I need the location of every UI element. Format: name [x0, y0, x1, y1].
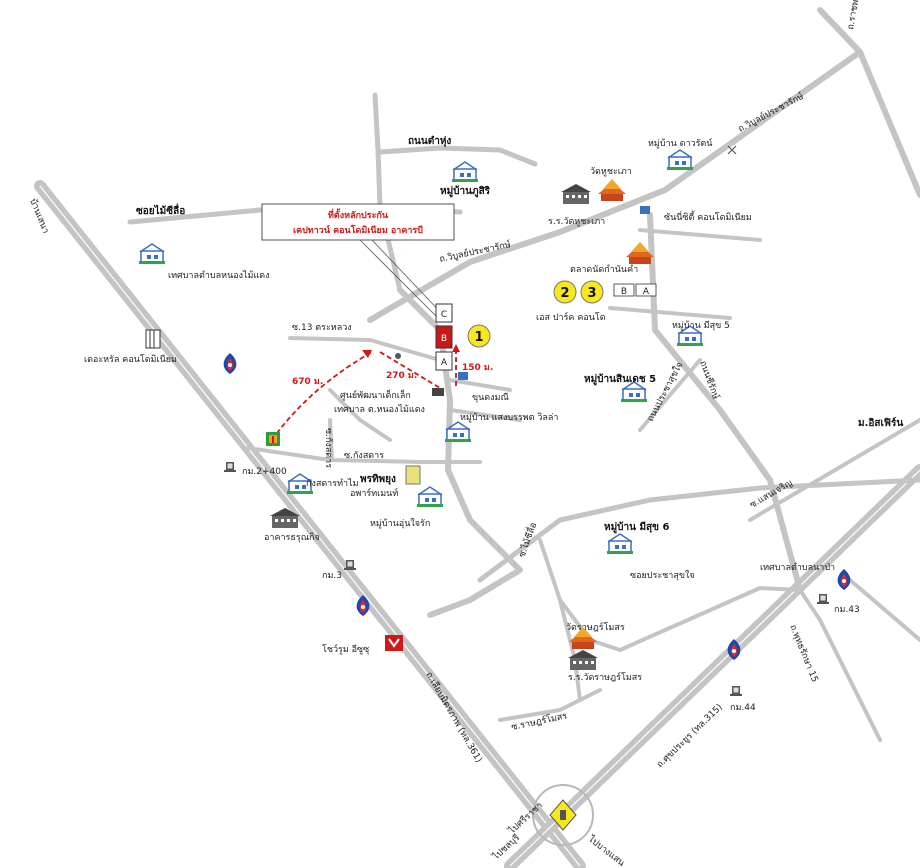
target-callout: ที่ตั้งหลักประกัน เคปทาวน์ คอนโดมิเนียม …	[261, 203, 455, 321]
road-label: ถนนประชาสุขใจ	[645, 360, 686, 423]
place-label: เทศบาล ต.หนองไม้แดง	[334, 404, 425, 415]
road-network	[34, 7, 920, 868]
apartment-icon	[405, 465, 421, 485]
interchange	[532, 784, 594, 846]
svg-text:1: 1	[474, 330, 483, 345]
place-label: ร.ร.วัดหูชะเภา	[548, 217, 605, 227]
place-label: ซันนี่ซิตี้ คอนโดมิเนียม	[664, 210, 752, 223]
road-label: ถ.เลียบมิตรภาพ (ทล.361)	[423, 670, 484, 765]
place-label: ขุนดงมณี	[472, 392, 509, 403]
place-label: ม.อิสเฟิร์น	[858, 417, 903, 429]
place-label: ศูนย์พัฒนาเด็กเล็ก	[340, 388, 411, 401]
place-label: หมู่บ้าน แสงบรรพต วิลล่า	[460, 412, 559, 423]
marker-1: 1	[467, 324, 491, 348]
place-label: ร.ร.วัดราษฎร์โมสร	[568, 671, 642, 683]
road-label: ถ.ราชพฤกษ์	[844, 0, 864, 31]
temple-icon	[598, 179, 626, 201]
road-label: ซอยไม้ซีลื่อ	[136, 203, 185, 217]
marker-3: 3	[580, 280, 604, 304]
place-label: วัดราษฎร์โมสร	[566, 621, 625, 633]
road-label: ถ.พุทธรักษา 15	[787, 623, 819, 684]
village-icon	[666, 149, 694, 171]
svg-text:3: 3	[587, 286, 596, 301]
place-label: หมู่บ้าน ดาวรัตน์	[648, 137, 713, 149]
village-icon	[606, 533, 634, 555]
place-label: กม.2+400	[242, 467, 287, 477]
showroom-icon	[385, 635, 403, 651]
place-label: หมู่บ้าน มีสุข 5	[672, 320, 730, 331]
road-label: ซ.13 ตระหลวง	[292, 323, 352, 333]
road-label: ซ.กังสดาร	[344, 451, 384, 461]
village-icon	[416, 486, 444, 508]
callout-line-1: ที่ตั้งหลักประกัน	[328, 208, 389, 221]
km-post-icon	[730, 686, 742, 696]
svg-text:2: 2	[560, 286, 569, 301]
location-dot-icon	[395, 353, 401, 359]
building-icon	[458, 372, 468, 380]
ptt-station-icon	[223, 353, 237, 374]
place-label: โชว์รูม อีซูซุ	[322, 643, 369, 655]
village-icon	[138, 243, 166, 265]
km-post-icon	[224, 462, 236, 472]
place-label: หมู่บ้านภูสิริ	[440, 185, 491, 198]
road-label: ซอยประชาสุขใจ	[630, 570, 695, 581]
place-label: หมู่บ้าน มีสุข 6	[604, 521, 669, 534]
ptt-station-icon	[837, 569, 851, 590]
condo-icon	[145, 329, 161, 349]
callout-line-2: เคปทาวน์ คอนโดมิเนียม อาคารบี	[293, 224, 423, 236]
village-icon	[451, 161, 479, 183]
road-label: ถ.วิบูลย์ประชารักษ์	[736, 90, 806, 135]
building-a-label: A	[441, 358, 448, 368]
building-c-label: C	[441, 310, 447, 320]
svg-text:B: B	[621, 287, 627, 297]
place-label: เดอะหรัล คอนโดมิเนียม	[84, 354, 177, 365]
convenience-store-icon	[266, 432, 280, 446]
place-label: หมู่บ้านสินเดช 5	[584, 373, 656, 386]
place-label: อพาร์ทเมนท์	[350, 487, 398, 499]
distance-paths	[271, 344, 460, 441]
distance-label-670: 670 ม.	[292, 377, 323, 387]
building-icon	[432, 388, 444, 396]
road-label: ถนนซีรักษ์	[697, 359, 722, 401]
place-label: เทศบาลตำบลหนองไม้แดง	[168, 270, 270, 281]
place-label: เทศบาลตำบลนาป่า	[760, 562, 835, 573]
road-label: ถนนตำหุ่ง	[408, 135, 451, 147]
school-icon	[561, 184, 591, 204]
place-label: อาคารธรุณกิจ	[264, 532, 320, 543]
km-post-icon	[817, 594, 829, 604]
building-b-label: B	[441, 334, 447, 344]
place-label: กม.43	[834, 605, 860, 615]
place-label: หมู่บ้านอุ่นใจรัก	[370, 518, 430, 529]
place-label: พรทิพยุง	[360, 473, 396, 485]
place-label: กังสดารทำไม	[306, 478, 359, 489]
condo-icon	[640, 206, 650, 214]
intersection-icon	[727, 145, 737, 155]
road-label: ซ.กังสดาร	[323, 428, 333, 468]
village-icon	[620, 381, 648, 403]
place-label: วัดหูชะเภา	[590, 167, 632, 177]
target-buildings: C B A	[435, 303, 453, 371]
place-label: เอส ปาร์ค คอนโด	[536, 311, 606, 323]
svg-text:A: A	[643, 287, 650, 297]
distance-label-270: 270 ม.	[386, 371, 417, 381]
road-label: ไปบางแสน	[585, 833, 626, 868]
small-buildings-ba: B A	[613, 283, 657, 297]
place-label: ตลาดนัดกำนันคำ	[570, 264, 638, 275]
distance-label-150: 150 ม.	[462, 363, 493, 373]
place-label: กม.3	[322, 571, 342, 581]
marker-2: 2	[553, 280, 577, 304]
place-label: กม.44	[730, 703, 756, 713]
